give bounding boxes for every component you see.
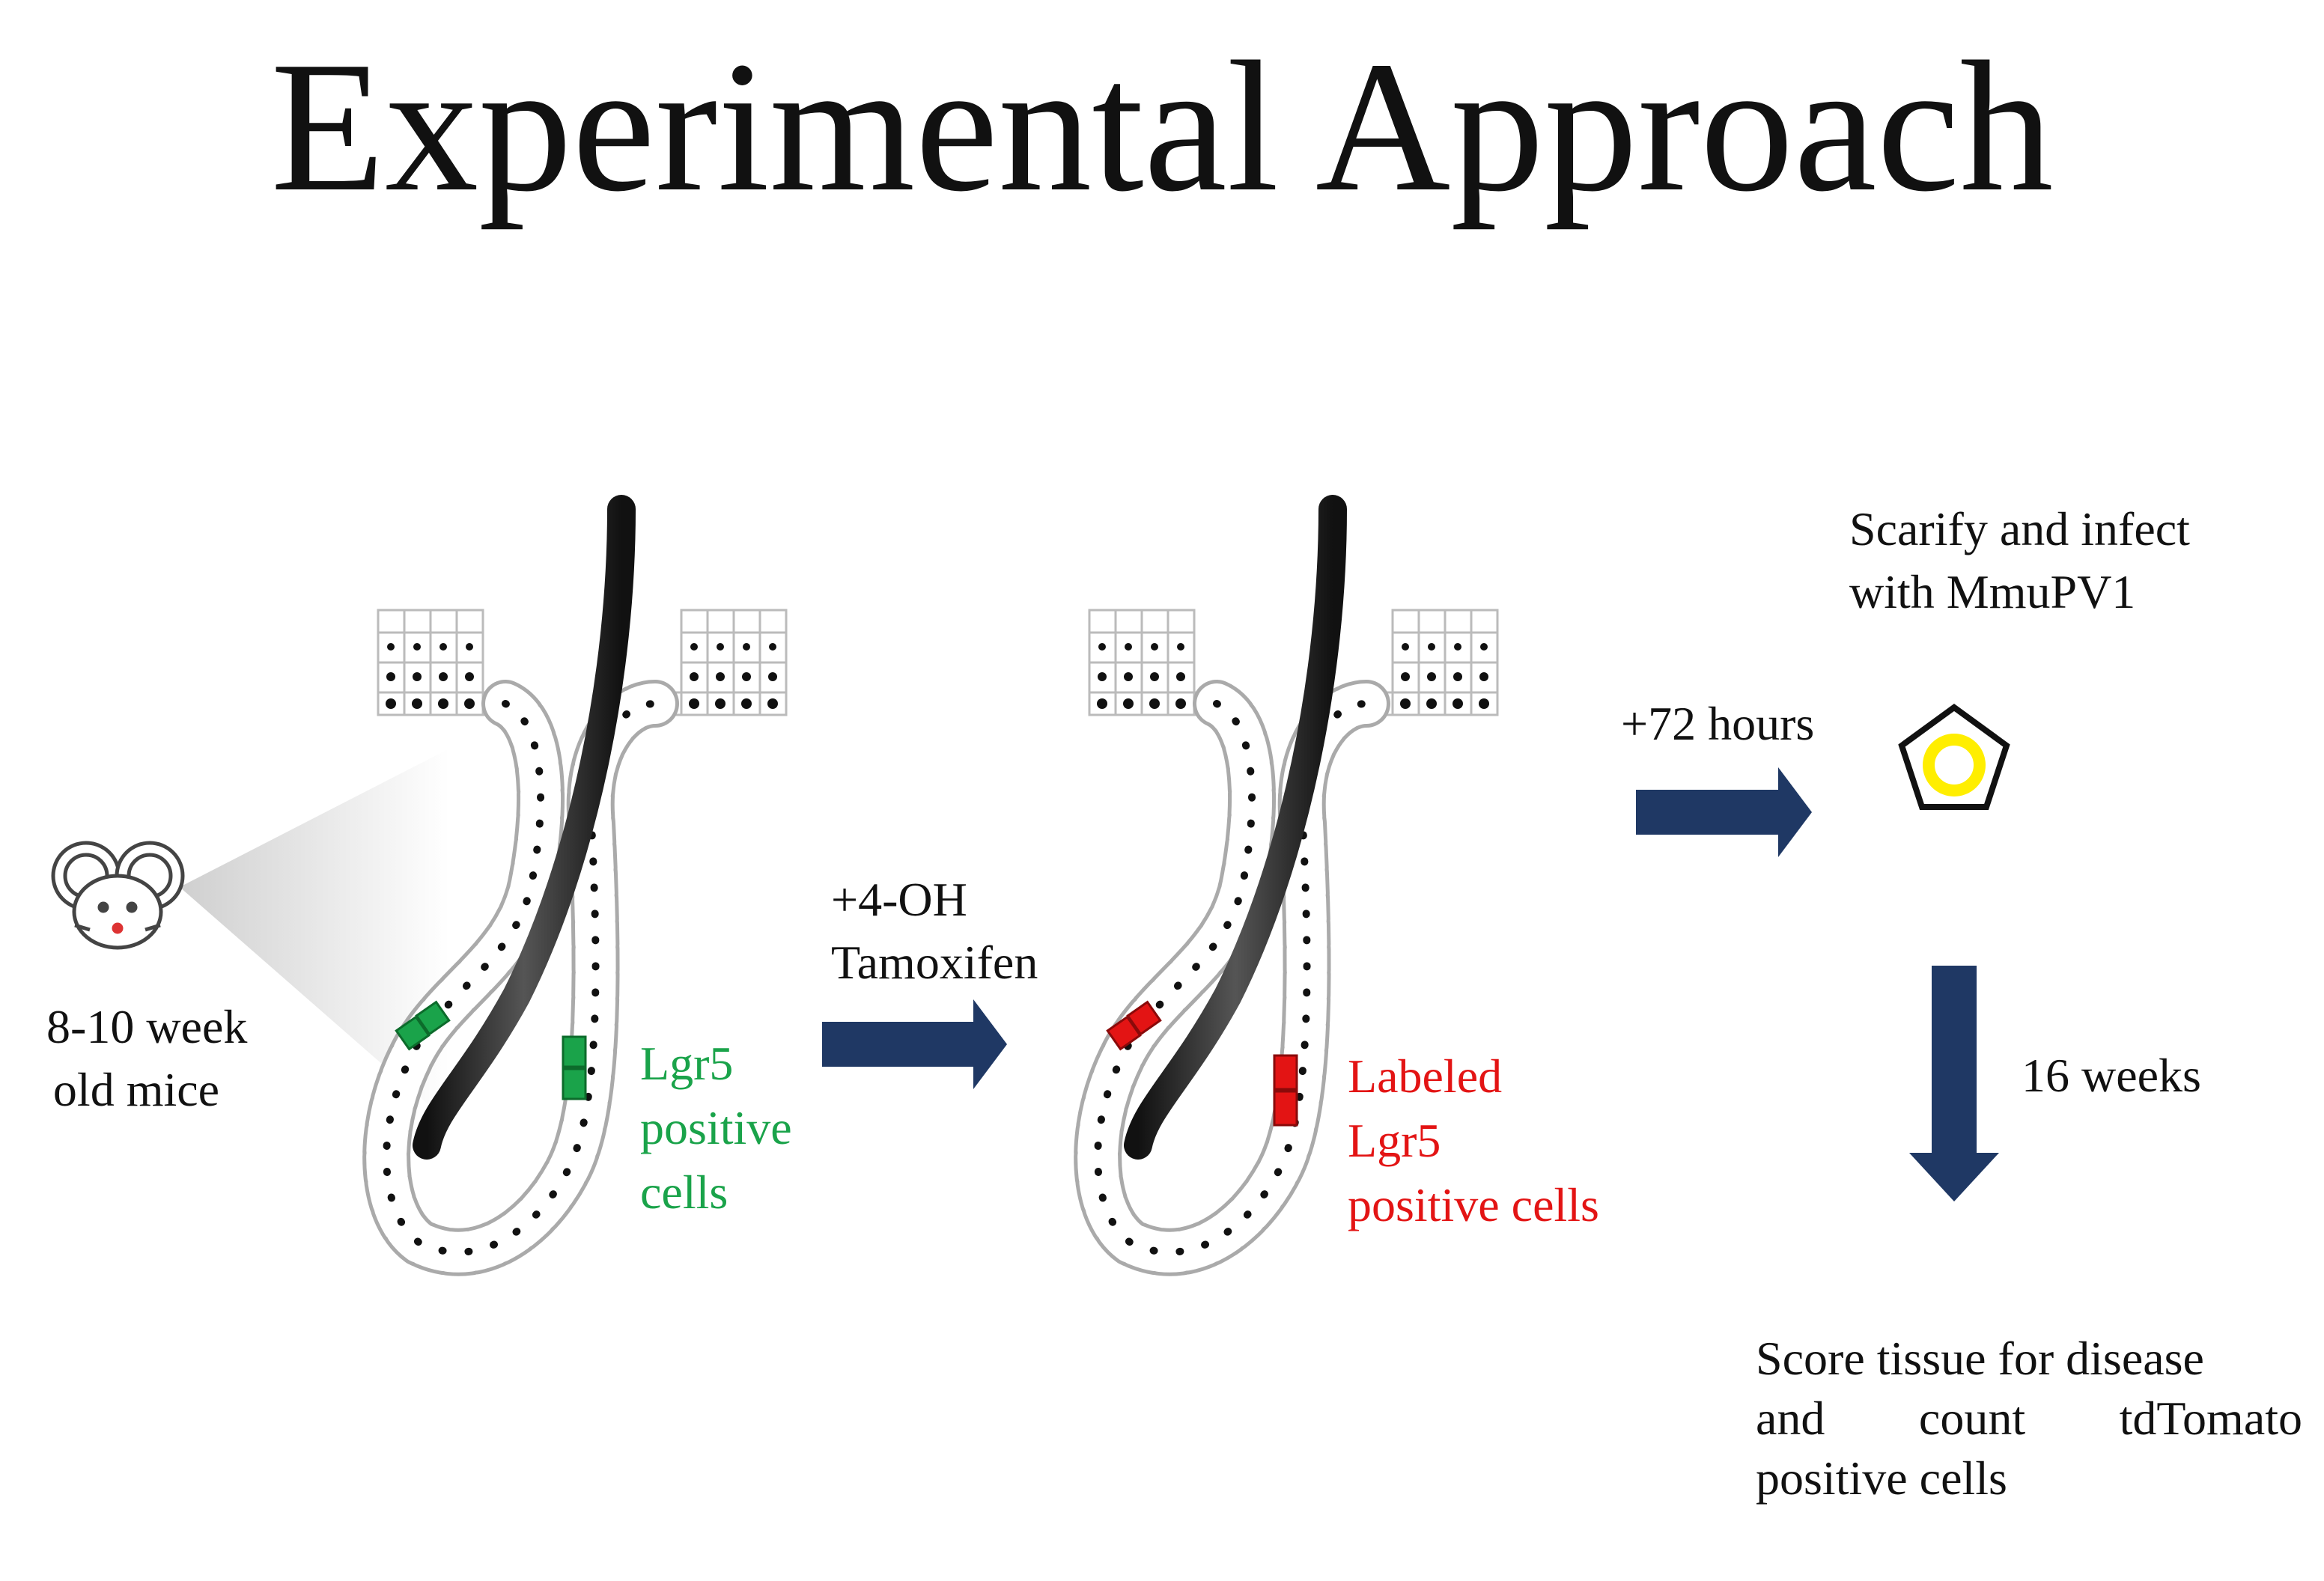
mouse-icon [51, 841, 185, 950]
labeled-lgr5-cells [1106, 1000, 1298, 1127]
virus-icon [1898, 704, 2010, 810]
label-line: positive cells [1348, 1178, 1599, 1231]
label-line: Labeled [1348, 1050, 1503, 1103]
zoom-cone [180, 749, 449, 1123]
arrow-icon [1636, 767, 1812, 857]
label-line: positive cells [1756, 1451, 2007, 1505]
label-line: Scarify and infect [1849, 502, 2190, 555]
diagram-title: Experimental Approach [270, 23, 2054, 231]
label-line: cells [640, 1166, 728, 1219]
arrow-icon [1909, 966, 1999, 1201]
weeks-label: 16 weeks [2022, 1049, 2201, 1102]
lgr5-positive-cells [395, 1000, 587, 1100]
mouse-label-line: 8-10 week [46, 1000, 248, 1053]
arrow-icon [822, 999, 1007, 1089]
label-line: Tamoxifen [831, 936, 1038, 989]
tamoxifen-label: +4-OH Tamoxifen [831, 868, 1038, 994]
hair-follicle-icon [362, 495, 788, 1276]
label-line: Lgr5 [1348, 1114, 1441, 1167]
label-line: with MmuPV1 [1849, 565, 2136, 618]
label-line: Score tissue for disease [1756, 1332, 2204, 1385]
mouse-label: 8-10 week old mice [46, 996, 248, 1121]
hair-shaft [413, 495, 636, 1160]
label-line: positive [640, 1101, 792, 1154]
mouse-label-line: old mice [52, 1063, 220, 1116]
label-line: +4-OH [831, 873, 967, 926]
labeled-lgr5-label: Labeled Lgr5 positive cells [1348, 1044, 1599, 1237]
score-label: Score tissue for disease and count tdTom… [1756, 1329, 2302, 1508]
label-line: Lgr5 [640, 1037, 734, 1090]
lgr5-positive-label: Lgr5 positive cells [640, 1032, 792, 1225]
infect-label: Scarify and infect with MmuPV1 [1849, 498, 2190, 624]
hours-label: +72 hours [1621, 697, 1815, 750]
label-line: and count tdTomato [1756, 1392, 2302, 1445]
